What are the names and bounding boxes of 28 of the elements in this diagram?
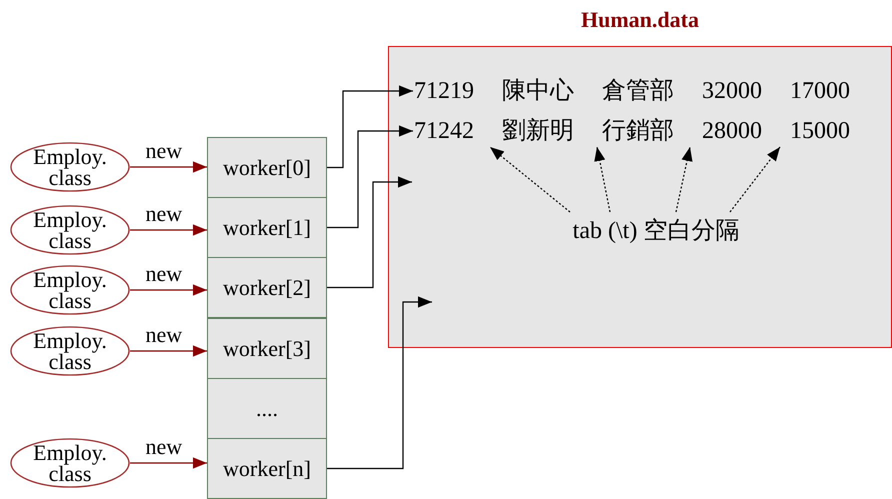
array-cell: worker[1] <box>207 197 327 258</box>
class-ellipse: Employ. class <box>10 205 130 255</box>
class-ellipse: Employ. class <box>10 438 130 488</box>
array-cell: worker[0] <box>207 137 327 198</box>
arrow <box>327 85 413 168</box>
dotted-arrow <box>594 146 611 212</box>
arrow <box>130 457 207 469</box>
array-cell: worker[2] <box>207 257 327 318</box>
file-title: Human.data <box>580 7 700 33</box>
arrow <box>130 161 207 173</box>
arrow <box>130 284 207 296</box>
array-cell: .... <box>207 378 327 439</box>
class-ellipse: Employ. class <box>10 265 130 315</box>
arrow <box>130 345 207 357</box>
class-ellipse: Employ. class <box>10 326 130 376</box>
dotted-arrow <box>730 146 780 212</box>
array-cell: worker[n] <box>207 438 327 499</box>
data-row: 71219 陳中心 倉管部 32000 17000 <box>414 77 884 107</box>
dotted-arrow <box>490 146 570 212</box>
arrow <box>327 296 432 470</box>
arrow <box>327 176 412 288</box>
arrow <box>327 125 413 228</box>
dotted-arrow <box>675 146 693 212</box>
array-cell: worker[3] <box>207 318 327 379</box>
data-row: 71242 劉新明 行銷部 28000 15000 <box>414 117 884 147</box>
arrow <box>130 224 207 236</box>
class-ellipse: Employ. class <box>10 142 130 192</box>
separator-note: tab (\t) 空白分隔 <box>556 216 756 248</box>
